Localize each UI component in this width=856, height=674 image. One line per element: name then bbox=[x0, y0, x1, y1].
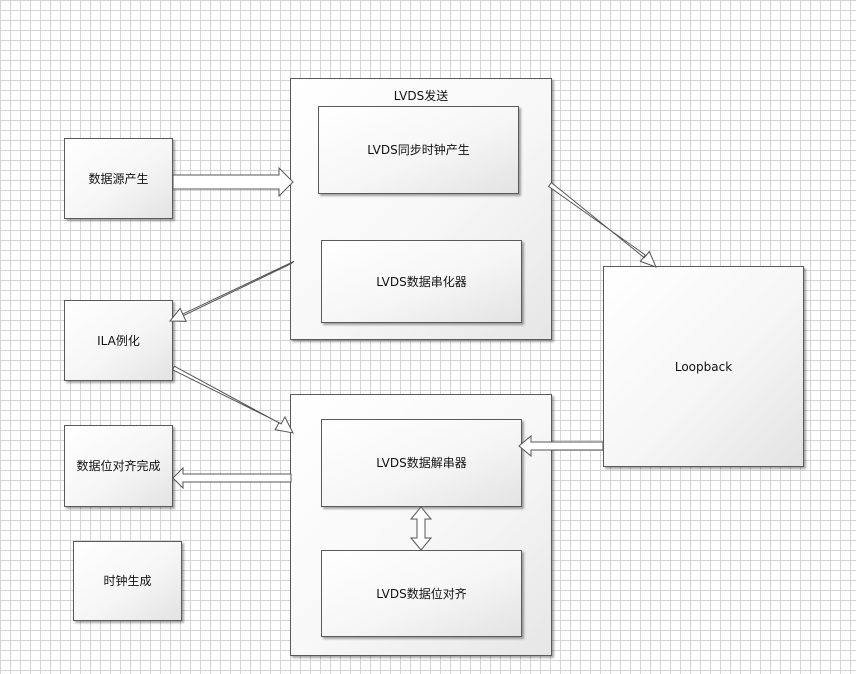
ila-block: ILA例化 bbox=[64, 300, 173, 381]
arrow-ila-to-rx bbox=[171, 365, 294, 434]
clock-gen-label: 时钟生成 bbox=[103, 574, 152, 588]
bit-align-done-label: 数据位对齐完成 bbox=[76, 459, 161, 473]
loopback-label: Loopback bbox=[674, 359, 733, 374]
lvds-bit-align-block: LVDS数据位对齐 bbox=[321, 550, 522, 637]
lvds-sync-clock-label: LVDS同步时钟产生 bbox=[367, 143, 470, 157]
data-source-label: 数据源产生 bbox=[88, 171, 149, 186]
lvds-sync-clock-block: LVDS同步时钟产生 bbox=[318, 106, 519, 194]
loopback-block: Loopback bbox=[603, 266, 804, 467]
ila-label: ILA例化 bbox=[97, 333, 140, 348]
arrow-tx-to-ila bbox=[168, 260, 295, 322]
arrow-loopback-to-deserializer bbox=[518, 434, 604, 458]
data-source-block: 数据源产生 bbox=[64, 138, 173, 219]
lvds-serializer-block: LVDS数据串化器 bbox=[321, 240, 522, 323]
lvds-serializer-label: LVDS数据串化器 bbox=[376, 274, 467, 289]
arrow-rx-to-bit-align-done bbox=[172, 466, 292, 490]
arrow-data-source-to-tx bbox=[172, 166, 294, 198]
arrow-deserializer-bit-align-bidirectional bbox=[409, 506, 433, 551]
clock-gen-block: 时钟生成 bbox=[73, 541, 182, 621]
lvds-deserializer-block: LVDS数据解串器 bbox=[321, 419, 522, 507]
bit-align-done-block: 数据位对齐完成 bbox=[64, 425, 173, 507]
lvds-bit-align-label: LVDS数据位对齐 bbox=[376, 586, 467, 601]
lvds-tx-title: LVDS发送 bbox=[393, 89, 449, 103]
arrow-tx-to-loopback bbox=[547, 181, 657, 268]
lvds-deserializer-label: LVDS数据解串器 bbox=[376, 456, 467, 470]
